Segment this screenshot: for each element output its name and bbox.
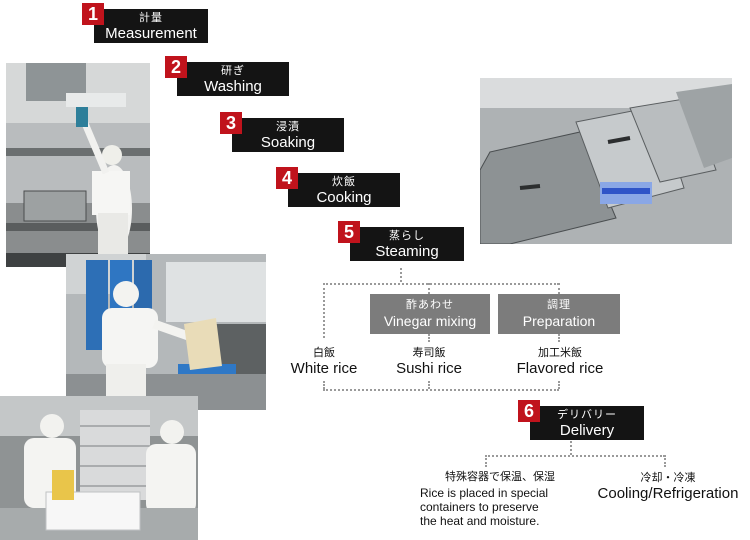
process-en-label: Preparation [522,313,596,329]
step-number: 4 [276,167,298,189]
step-en-label: Washing [204,78,262,95]
step-box: 炊飯 Cooking [288,173,400,207]
step-jp-label: 計量 [139,11,163,24]
photo-rice-preparation [66,254,266,410]
special-jp-label: 特殊容器で保温、保湿 [445,470,555,483]
step-number: 3 [220,112,242,134]
step-en-label: Cooking [316,189,372,206]
delivery-special-containers: 特殊容器で保温、保湿 Rice is placed in special con… [420,470,580,528]
step-jp-label: デリバリー [557,408,617,421]
step-box: デリバリー Delivery [530,406,644,440]
step-en-label: Measurement [105,25,197,42]
step-box: 浸漬 Soaking [232,118,344,152]
product-en-label: Sushi rice [396,360,462,377]
step-en-label: Delivery [559,422,615,439]
step-jp-label: 蒸らし [389,229,425,242]
product-jp-label: 加工米飯 [538,346,582,359]
process-jp-label: 酢あわせ [406,298,454,311]
process-vinegar-mixing: 酢あわせ Vinegar mixing [370,294,490,334]
step-jp-label: 研ぎ [221,64,245,77]
product-jp-label: 白飯 [313,346,335,359]
step-number: 5 [338,221,360,243]
photo-rice-cooker [480,78,732,244]
process-preparation: 調理 Preparation [498,294,620,334]
step-number: 2 [165,56,187,78]
product-en-label: Flavored rice [516,360,604,377]
step-box: 計量 Measurement [94,9,208,43]
process-jp-label: 調理 [547,298,571,311]
step-jp-label: 炊飯 [332,175,356,188]
special-en-line-2: containers to preserve [420,500,539,514]
photo-rice-packing [0,396,198,540]
delivery-cooling: 冷却・冷凍 Cooling/Refrigeration [588,470,748,503]
step-en-label: Soaking [260,134,316,151]
step-number: 1 [82,3,104,25]
step-jp-label: 浸漬 [276,120,300,133]
cooling-jp-label: 冷却・冷凍 [640,471,696,484]
cooling-en-label: Cooling/Refrigeration [597,485,739,502]
special-en-line-1: Rice is placed in special [420,486,549,500]
product-sushi-rice: 寿司飯 Sushi rice [386,345,472,378]
step-box: 研ぎ Washing [177,62,289,96]
product-jp-label: 寿司飯 [412,346,446,359]
process-en-label: Vinegar mixing [383,313,477,329]
step-box: 蒸らし Steaming [350,227,464,261]
product-white-rice: 白飯 White rice [284,345,364,378]
product-flavored-rice: 加工米飯 Flavored rice [508,345,612,378]
step-number: 6 [518,400,540,422]
photo-rice-washing [6,63,150,267]
special-en-line-3: the heat and moisture. [420,514,540,528]
step-en-label: Steaming [375,243,439,260]
product-en-label: White rice [290,360,358,377]
